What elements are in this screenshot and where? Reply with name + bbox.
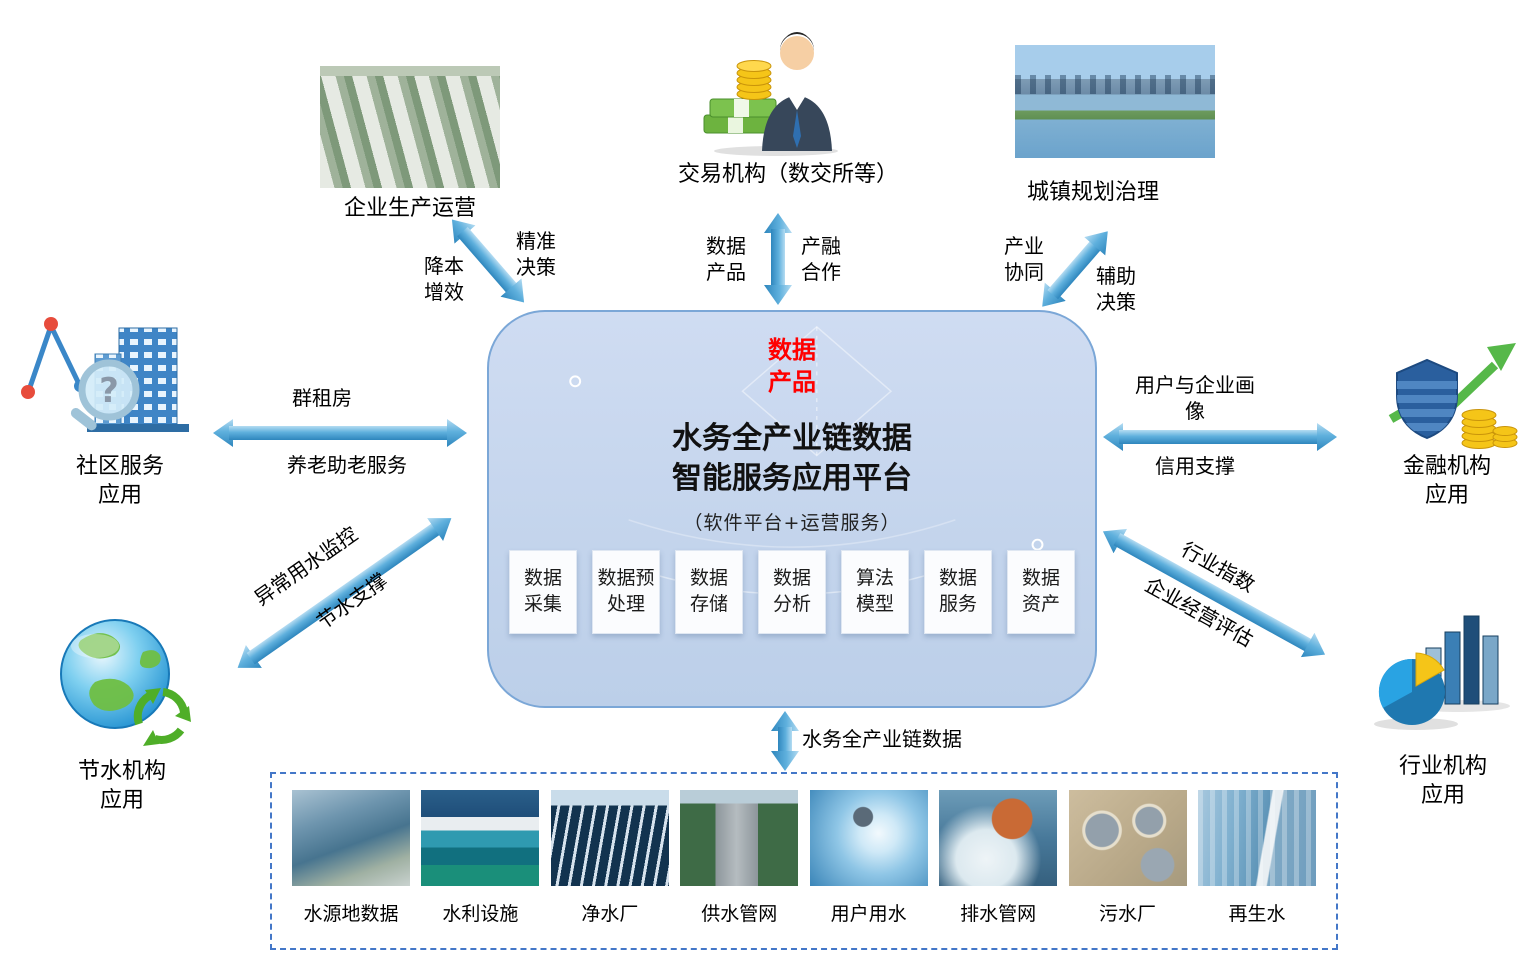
gallery-label: 排水管网 <box>960 903 1037 925</box>
label-water-industry-chain-data: 水务全产业链数据 <box>802 727 962 751</box>
city-riverfront-photo <box>1015 45 1215 158</box>
gallery-label: 再生水 <box>1228 903 1286 925</box>
node-label-industry: 行业机构 应用 <box>1398 754 1487 809</box>
gallery-item: 水源地数据 <box>292 790 410 926</box>
module-data-service: 数据 服务 <box>924 550 992 634</box>
gallery-label: 用户用水 <box>830 903 907 925</box>
gallery-label: 水利设施 <box>442 903 519 925</box>
gallery-label: 净水厂 <box>581 903 639 925</box>
photo-water-facility <box>421 790 540 886</box>
photo-sewage-plant <box>1068 790 1187 886</box>
module-data-asset: 数据 资产 <box>1007 550 1075 634</box>
module-data-collection: 数据 采集 <box>509 550 577 634</box>
data-sources-panel: 水源地数据 水利设施 净水厂 供水管网 用户用水 排水管网 <box>270 772 1338 950</box>
buildings-magnifier-icon: ? <box>15 310 205 445</box>
pie-bar-chart-icon <box>1370 600 1515 732</box>
photo-water-source-data <box>292 790 410 886</box>
photo-purification-plant <box>550 790 669 886</box>
node-label-finance: 金融机构 应用 <box>1402 454 1491 509</box>
node-label-urban: 城镇规划治理 <box>1026 180 1159 205</box>
data-product-badge: 数据 产品 <box>768 336 816 397</box>
platform-subtitle: （软件平台+运营服务） <box>683 511 901 534</box>
photo-user-water <box>809 790 928 886</box>
shield-coins-growth-icon <box>1383 335 1521 457</box>
svg-text:?: ? <box>99 371 119 411</box>
module-data-preprocessing: 数据预 处理 <box>592 550 660 634</box>
platform-title: 水务全产业链数据 智能服务应用平台 <box>672 420 912 497</box>
gallery-item: 水利设施 <box>421 790 540 926</box>
photo-supply-pipeline <box>680 790 799 886</box>
platform-box: 数据 产品 水务全产业链数据 智能服务应用平台 （软件平台+运营服务） 数据 采… <box>487 310 1097 708</box>
gallery-label: 水源地数据 <box>303 903 399 925</box>
label-industry-synergy: 产业 协同 <box>1004 234 1044 285</box>
arrow-community <box>213 419 467 447</box>
gallery-item: 净水厂 <box>550 790 669 926</box>
label-credit-support: 信用支撑 <box>1155 454 1235 478</box>
gallery-item: 用户用水 <box>809 790 928 926</box>
module-algorithm-model: 算法 模型 <box>841 550 909 634</box>
node-label-enterprise: 企业生产运营 <box>343 196 476 221</box>
gallery-item: 再生水 <box>1197 790 1316 926</box>
label-assist-decision: 辅助 决策 <box>1096 264 1136 315</box>
label-precise-decision: 精准 决策 <box>516 229 556 280</box>
arrow-finance <box>1103 423 1337 451</box>
photo-drainage-pipeline <box>939 790 1058 886</box>
label-elderly-care-service: 养老助老服务 <box>287 453 407 477</box>
gallery-item: 污水厂 <box>1068 790 1187 926</box>
arrow-trading <box>764 213 792 305</box>
label-cost-reduction: 降本 增效 <box>424 254 464 305</box>
gallery-label: 供水管网 <box>701 903 778 925</box>
module-data-storage: 数据 存储 <box>675 550 743 634</box>
node-label-trading: 交易机构（数交所等） <box>677 162 898 187</box>
gallery-item: 供水管网 <box>680 790 799 926</box>
arrow-industry <box>1096 519 1332 667</box>
photo-reclaimed-water <box>1197 790 1316 886</box>
label-group-rental: 群租房 <box>292 386 352 410</box>
node-label-water-saving: 节水机构 应用 <box>77 759 166 814</box>
label-data-products: 数据 产品 <box>706 234 746 285</box>
earth-recycle-icon <box>45 610 200 752</box>
businessman-money-icon <box>698 22 843 157</box>
factory-aerial-photo <box>320 66 500 188</box>
gallery-label: 污水厂 <box>1099 903 1157 925</box>
gallery-item: 排水管网 <box>939 790 1058 926</box>
node-label-community: 社区服务 应用 <box>75 454 164 509</box>
label-industry-finance-coop: 产融 合作 <box>801 234 841 285</box>
arrow-data-flow <box>771 711 799 771</box>
module-data-analysis: 数据 分析 <box>758 550 826 634</box>
label-user-enterprise-profile: 用户与企业画像 <box>1135 373 1255 424</box>
platform-modules: 数据 采集 数据预 处理 数据 存储 数据 分析 算法 模型 数据 服务 数据 … <box>489 550 1095 634</box>
